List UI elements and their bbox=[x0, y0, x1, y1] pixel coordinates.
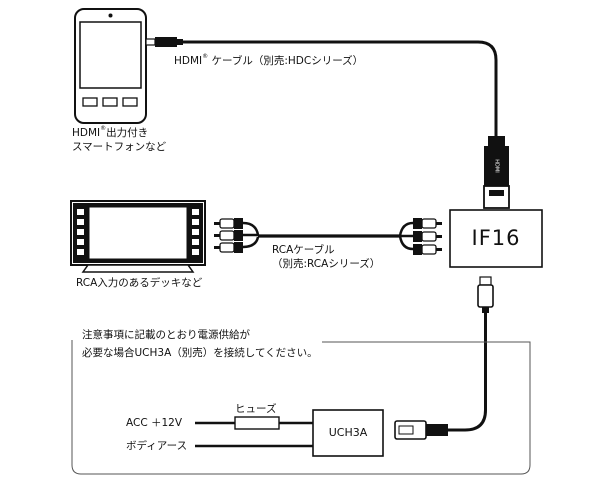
registered-mark: ® bbox=[202, 53, 209, 60]
body-ground-label: ボディアース bbox=[126, 440, 188, 452]
deck-icon bbox=[70, 200, 206, 273]
rca-cable-label: RCAケーブル （別売:RCAシリーズ） bbox=[272, 243, 380, 271]
rca-cable-label-line1: RCAケーブル bbox=[272, 244, 335, 256]
smartphone-caption-line2: スマートフォンなど bbox=[72, 141, 167, 153]
uch3a-label: UCH3A bbox=[328, 426, 368, 439]
hdmi-cable bbox=[145, 37, 510, 209]
hdmi-cable-label: HDMI® ケーブル（別売:HDCシリーズ） bbox=[174, 53, 364, 68]
notice-line2: 必要な場合UCH3A（別売）を接続してください。 bbox=[82, 347, 318, 359]
rca-cable bbox=[214, 218, 442, 255]
deck-caption: RCA入力のあるデッキなど bbox=[76, 277, 203, 289]
uch3a-box bbox=[312, 409, 384, 457]
fuse-icon bbox=[234, 416, 280, 430]
hdmi-plug-print: HDMI bbox=[493, 159, 500, 173]
if16-label: IF16 bbox=[471, 226, 521, 250]
registered-mark: ® bbox=[100, 125, 107, 132]
notice-frame bbox=[71, 340, 531, 475]
acc-label: ACC ＋12V bbox=[126, 417, 183, 429]
usb-cable bbox=[394, 276, 494, 440]
notice-line1: 注意事項に記載のとおり電源供給が bbox=[82, 329, 250, 341]
if16-box bbox=[449, 209, 543, 268]
notice-text: 注意事項に記載のとおり電源供給が 必要な場合UCH3A（別売）を接続してください… bbox=[82, 326, 320, 362]
smartphone-caption: HDMI®出力付き スマートフォンなど bbox=[72, 126, 166, 154]
rca-cable-label-line2: （別売:RCAシリーズ） bbox=[272, 258, 381, 270]
fuse-label: ヒューズ bbox=[235, 403, 277, 415]
smartphone-caption-line1: HDMI®出力付き bbox=[72, 125, 149, 140]
smartphone-icon bbox=[74, 8, 147, 124]
